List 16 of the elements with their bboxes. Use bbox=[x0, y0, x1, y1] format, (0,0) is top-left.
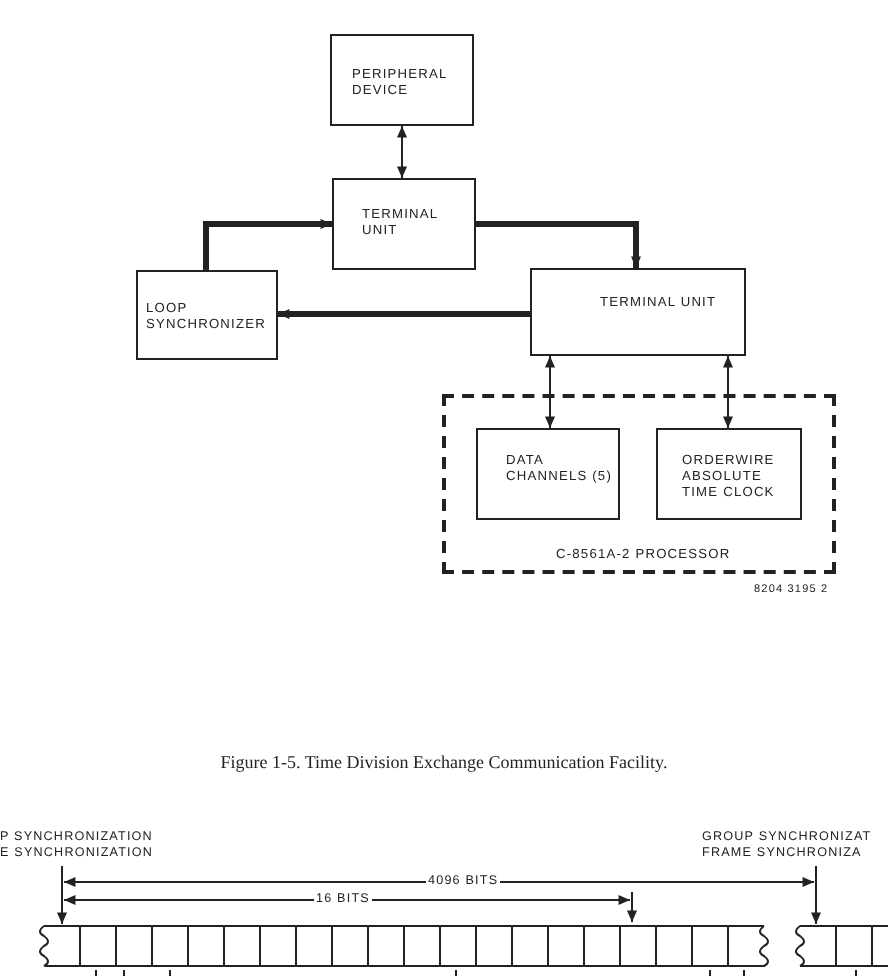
leader-arrow bbox=[811, 865, 821, 925]
unit-box bbox=[136, 270, 278, 360]
connector-arrow bbox=[476, 221, 641, 268]
figure-caption: Figure 1-5. Time Division Exchange Communication Facility. bbox=[218, 752, 670, 772]
connector-arrow bbox=[723, 355, 733, 429]
leader-arrow bbox=[57, 865, 67, 925]
unit-box bbox=[332, 178, 476, 270]
unit-box bbox=[656, 428, 802, 520]
unit-box bbox=[330, 34, 474, 126]
connector-arrow bbox=[397, 125, 407, 179]
connector-arrow bbox=[203, 219, 332, 270]
processor-dashed-box bbox=[442, 394, 836, 574]
unit-box bbox=[530, 268, 746, 356]
connector-arrow bbox=[545, 355, 555, 429]
connector-arrow bbox=[278, 309, 530, 319]
unit-box bbox=[476, 428, 620, 520]
